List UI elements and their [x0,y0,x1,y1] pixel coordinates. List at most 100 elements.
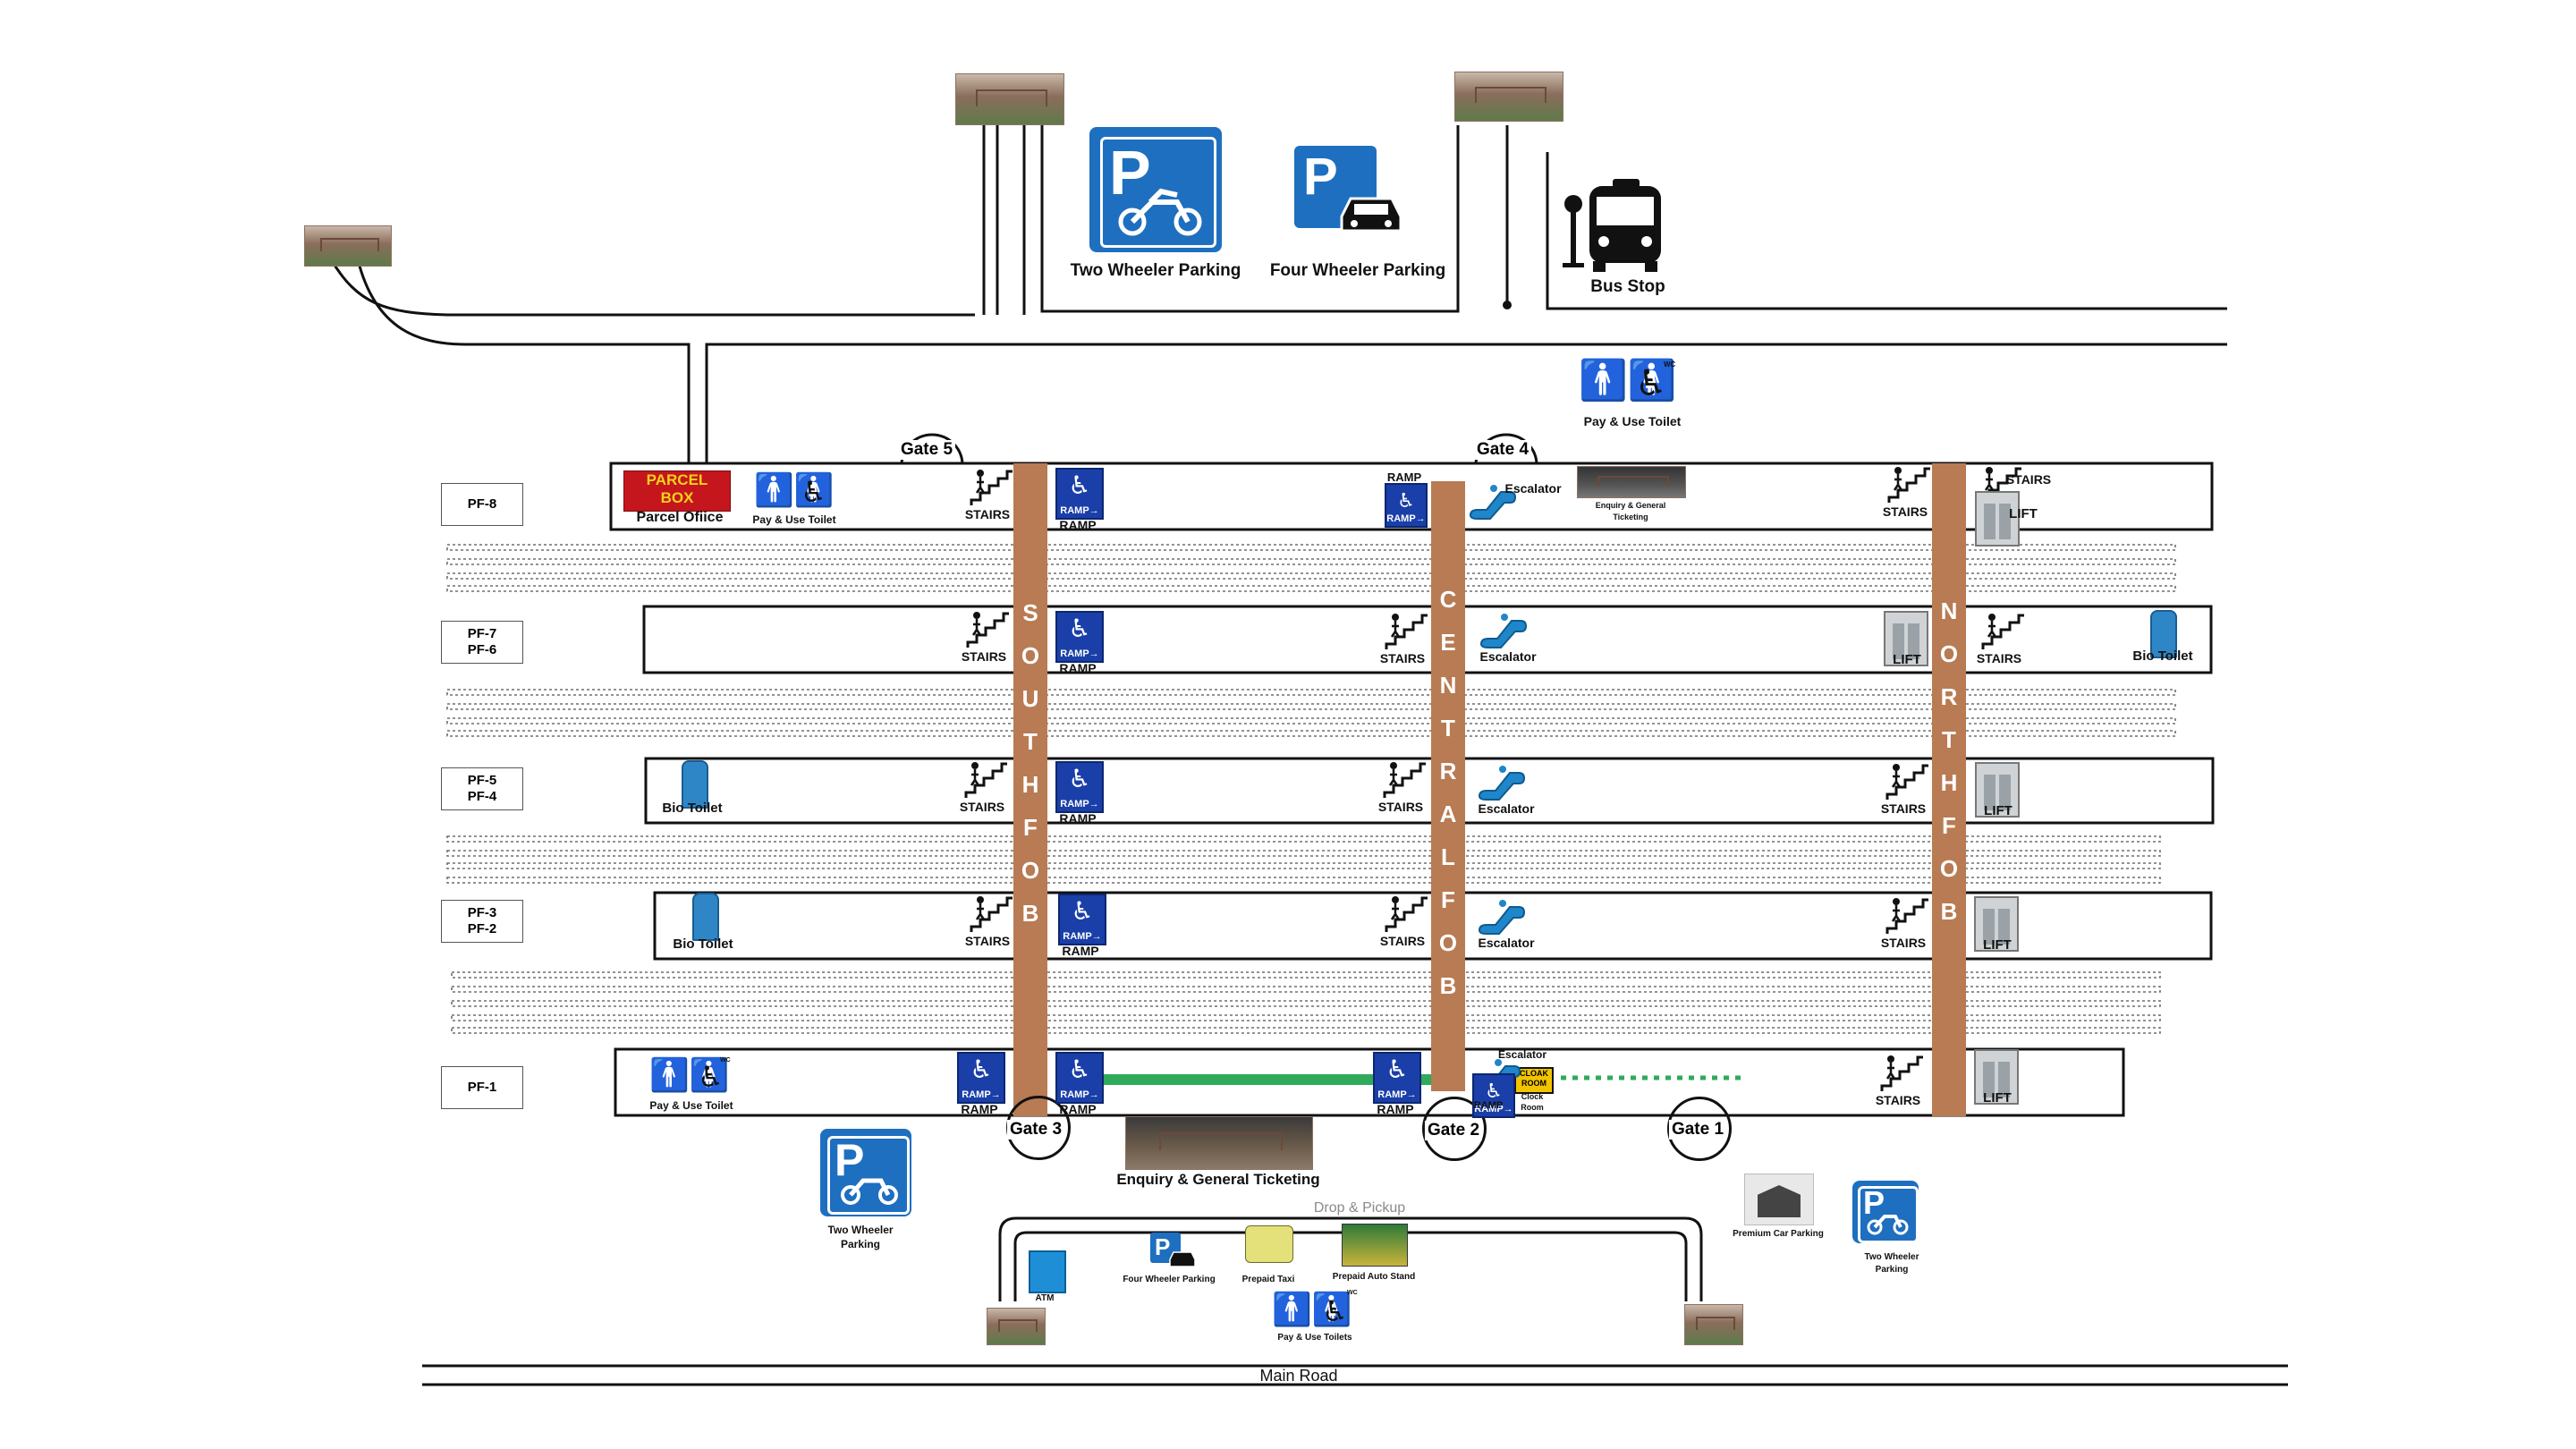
fob-letter: F [1023,814,1038,841]
stairs-icon [1885,898,1928,934]
toilet-icon: 🚹🚺 [754,471,835,508]
facility-label: RAMP [1473,1100,1504,1111]
facility-label: LIFT [1983,937,2012,953]
gate-2-label: Gate 2 [1424,1121,1483,1140]
gate-photo [304,225,392,267]
parking-label: Parking [840,1238,881,1250]
facility-label: Escalator [1497,1048,1547,1061]
fob-letter: T [1441,715,1455,741]
fob-letter: O [1939,855,1959,882]
facility-label: STAIRS [1976,651,2022,665]
bus-stop-icon [1563,179,1661,272]
parcel-box: PARCEL BOX [623,470,731,512]
facility-label: STAIRS [1379,651,1426,665]
track-rail [446,850,2161,857]
fob-letter: O [1021,857,1040,884]
stairs-icon [970,896,1013,932]
facility-label: STAIRS [2005,472,2052,487]
toilet-icon: 🚹🚺 [1579,359,1677,402]
fob-letter: C [1439,586,1457,613]
facility-label: Bio Toilet [2132,648,2193,664]
enquiry-label: Enquiry & General [1595,501,1666,510]
ramp-sign-text: RAMP→ [1060,648,1099,659]
fob-letter: L [1441,843,1455,870]
ramp-icon: ♿ RAMP→ [1055,761,1104,813]
track-rail [446,862,2161,869]
pay-use-toilet-label: Pay & Use Toilet [1583,414,1682,428]
escalator-icon [1469,485,1517,520]
two-wheeler-parking-icon: P [1852,1181,1919,1244]
stairs-icon [1385,896,1428,932]
stairs-icon [1880,1055,1923,1091]
main-road-label: Main Road [1259,1367,1338,1385]
wheelchair-icon: ♿ [1397,489,1415,512]
ramp-icon: ♿RAMP→ [1385,483,1428,528]
fob-letter: B [1439,972,1457,999]
stairs-icon [1887,467,1930,503]
gate-1-marker [1667,1097,1732,1161]
lift-icon [1974,1049,2019,1105]
four-wheeler-parking-label: Four Wheeler Parking [1123,1275,1216,1284]
two-wheeler-label: Two Wheeler [827,1224,894,1236]
stairs-icon [964,762,1007,798]
gate-photo [1454,72,1563,122]
wheelchair-icon: ♿ [801,476,826,508]
premium-car-parking-label: Premium Car Parking [1733,1229,1824,1239]
fob-letter: U [1021,685,1039,712]
fob-letter: B [1940,898,1958,925]
fob-letter: O [1939,640,1959,667]
stairs-icon [1885,764,1928,800]
ramp-sign-text: RAMP→ [1474,1104,1513,1114]
ramp-icon: ♿RAMP→ [1055,468,1104,520]
escalator-icon [1478,900,1526,935]
pf-1-label: PF-1 [441,1066,523,1109]
ramp-sign-text: RAMP→ [1060,799,1099,809]
ramp-icon: ♿RAMP→ [957,1052,1005,1104]
lift-icon [1975,762,2020,818]
fob-letter: N [1439,672,1457,699]
facility-label: RAMP [1059,661,1097,675]
auto-icon [1342,1224,1408,1267]
facility-label: LIFT [1893,652,1921,667]
fob-letter: H [1940,769,1958,796]
fob-letter: F [1441,886,1455,913]
pf-8-label: PF-8 [441,483,523,526]
four-wheeler-parking-label: Four Wheeler Parking [1269,261,1446,280]
track-rail [451,1014,2161,1021]
wheelchair-icon: ♿ [698,1061,724,1093]
prepaid-auto-label: Prepaid Auto Stand [1332,1272,1416,1282]
facility-label: STAIRS [964,934,1011,948]
track-rail [446,877,2161,884]
escalator-icon [1478,766,1526,801]
ticketing-label: Ticketing [1613,513,1648,521]
wc-label: WC [1664,360,1676,369]
ramp-icon: ♿RAMP→ [1058,894,1106,945]
wheelchair-icon: ♿ [1068,765,1091,792]
enquiry-ticketing-label: Enquiry & General Ticketing [1116,1171,1320,1188]
bio-toilet-icon [692,893,719,941]
fob-letter: N [1940,597,1958,624]
facility-label: STAIRS [964,507,1011,521]
wc-label: WC [1347,1290,1358,1296]
wheelchair-icon: ♿ [1068,471,1091,499]
facility-label: STAIRS [1880,801,1927,816]
fob-letter: F [1942,812,1956,839]
ramp-sign-text: RAMP→ [1060,1089,1099,1100]
facility-label: Escalator [1504,481,1562,496]
fob-letter: T [1023,728,1038,755]
gate-2-marker [1422,1097,1487,1161]
facility-label: STAIRS [1882,504,1928,519]
fob-letter: O [1021,642,1040,669]
wc-label: WC [720,1057,731,1063]
facility-label: STAIRS [1880,936,1927,950]
ramp-icon: ♿RAMP→ [1373,1052,1421,1104]
fob-letter: B [1021,900,1039,927]
gate-3-label: Gate 3 [1006,1120,1065,1140]
ramp-icon: ♿RAMP→ [1055,611,1104,663]
facility-label: Bio Toilet [662,801,723,816]
